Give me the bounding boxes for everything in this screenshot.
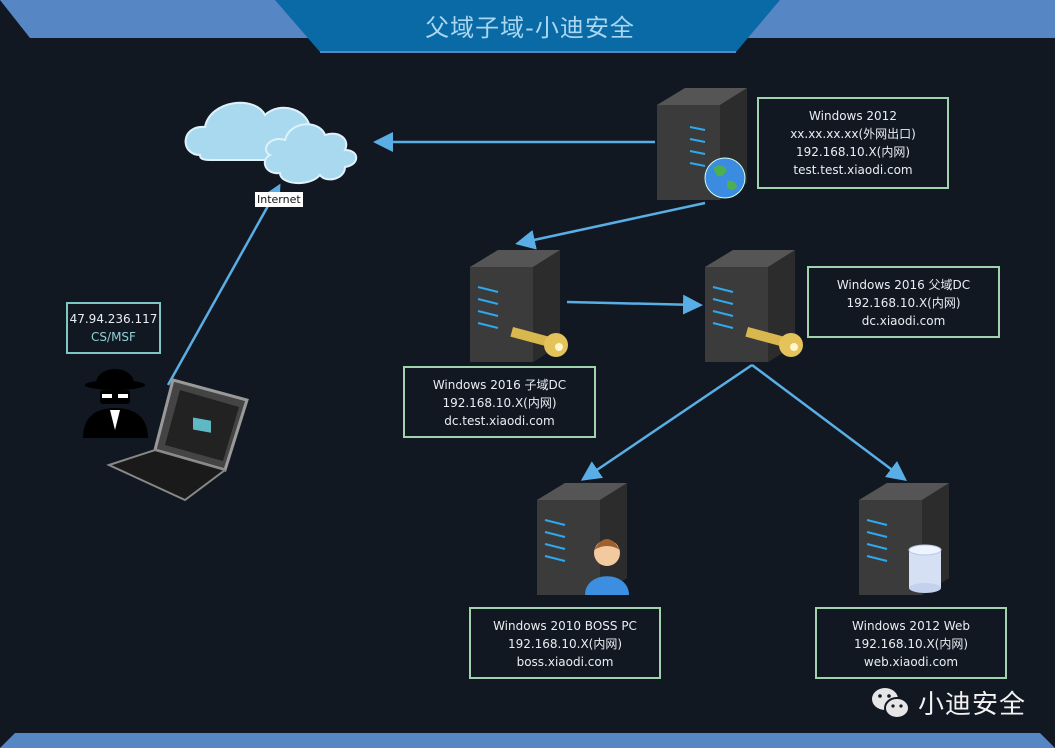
node-private-ip: 192.168.10.X(内网) [795,145,911,159]
edge-gateway-childdc [515,201,706,250]
footer-bar [0,733,1055,748]
laptop-icon [106,378,249,502]
node-os: Windows 2016 父域DC [836,278,971,292]
node-private-ip: 192.168.10.X(内网) [846,296,961,310]
node-hostname: dc.xiaodi.com [861,314,946,328]
node-private-ip: 192.168.10.X(内网) [507,637,623,651]
node-public-ip: xx.xx.xx.xx(外网出口) [790,127,916,141]
node-os: Windows 2010 BOSS PC [493,619,637,633]
attacker-info-box: 47.94.236.117 CS/MSF [66,302,161,354]
attacker-tool: CS/MSF [91,330,136,344]
server-user-icon [537,483,629,595]
server-key-icon [705,250,803,362]
server-database-icon [859,483,949,595]
node-os: Windows 2012 [809,109,897,123]
node-hostname: test.test.xiaodi.com [793,163,913,177]
node-private-ip: 192.168.10.X(内网) [853,637,969,651]
edge-parentdc-web [751,363,908,481]
watermark-text: 小迪安全 [918,690,1027,720]
title-banner [0,0,1055,53]
cloud-icon [184,101,358,184]
internet-label: Internet [255,192,303,207]
node-box-boss-pc: Windows 2010 BOSS PC 192.168.10.X(内网) bo… [469,607,661,679]
server-globe-icon [657,88,747,200]
node-os: Windows 2012 Web [852,619,970,633]
node-box-gateway: Windows 2012 xx.xx.xx.xx(外网出口) 192.168.1… [757,97,949,189]
node-box-parent-dc: Windows 2016 父域DC 192.168.10.X(内网) dc.xi… [807,266,1000,338]
node-private-ip: 192.168.10.X(内网) [442,396,557,410]
node-hostname: dc.test.xiaodi.com [444,414,555,428]
watermark: 小迪安全 [870,684,1026,721]
edge-attacker-internet [166,183,281,386]
server-key-icon [470,250,568,362]
edge-parentdc-boss [580,363,753,481]
node-box-web: Windows 2012 Web 192.168.10.X(内网) web.xi… [815,607,1007,679]
attacker-ip: 47.94.236.117 [69,312,158,326]
wechat-icon [872,687,910,719]
node-box-child-dc: Windows 2016 子域DC 192.168.10.X(内网) dc.te… [403,366,596,438]
hacker-icon [83,369,148,438]
node-os: Windows 2016 子域DC [432,378,567,392]
edge-childdc-parentdc [566,294,703,315]
node-hostname: web.xiaodi.com [863,655,959,669]
node-hostname: boss.xiaodi.com [516,655,614,669]
diagram-title: 父域子域-小迪安全 [425,14,635,42]
